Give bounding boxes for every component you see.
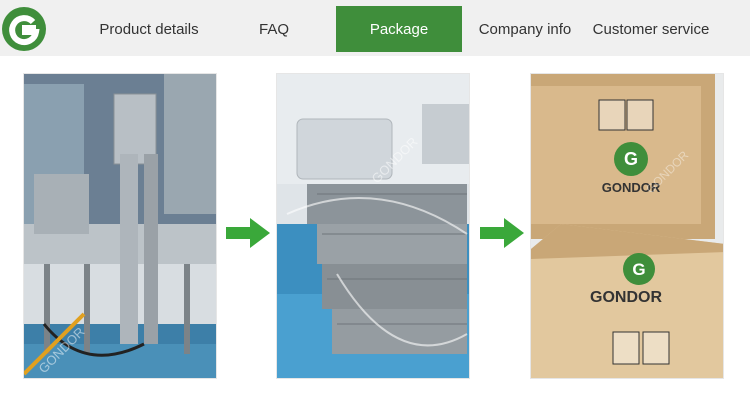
nav-tab-label: Package xyxy=(369,20,429,38)
nav-tab-company-info[interactable]: Company info xyxy=(468,6,582,52)
nav-tab-label: Customer service xyxy=(592,20,710,38)
nav-tab-label: Product details xyxy=(99,20,199,38)
arrow-right-icon xyxy=(480,218,524,253)
nav-tab-faq[interactable]: FAQ xyxy=(222,6,326,52)
crate-logo-letter: G xyxy=(632,260,645,279)
nav-tab-label: Company info xyxy=(478,20,572,38)
photo-fryer-machine: GONDOR xyxy=(23,73,217,379)
nav-tab-package[interactable]: Package xyxy=(336,6,462,52)
nav-tab-label: FAQ xyxy=(258,20,289,38)
nav-tab-customer-service[interactable]: Customer service xyxy=(588,6,714,52)
nav-tab-product-details[interactable]: Product details xyxy=(78,6,220,52)
crate-logo-letter: G xyxy=(624,149,638,169)
crate-brand-name: GONDOR xyxy=(602,180,661,195)
top-navigation-bar: Product details FAQ Package Company info… xyxy=(0,0,750,56)
crate-brand-name: GONDOR xyxy=(590,289,662,306)
logo-icon xyxy=(2,7,46,51)
photo-wrapped-parts: GONDOR xyxy=(276,73,470,379)
photo-wooden-crates: G GONDOR G GONDOR GONDOR xyxy=(530,73,724,379)
gondor-logo[interactable] xyxy=(0,5,50,53)
arrow-right-icon xyxy=(226,218,270,253)
